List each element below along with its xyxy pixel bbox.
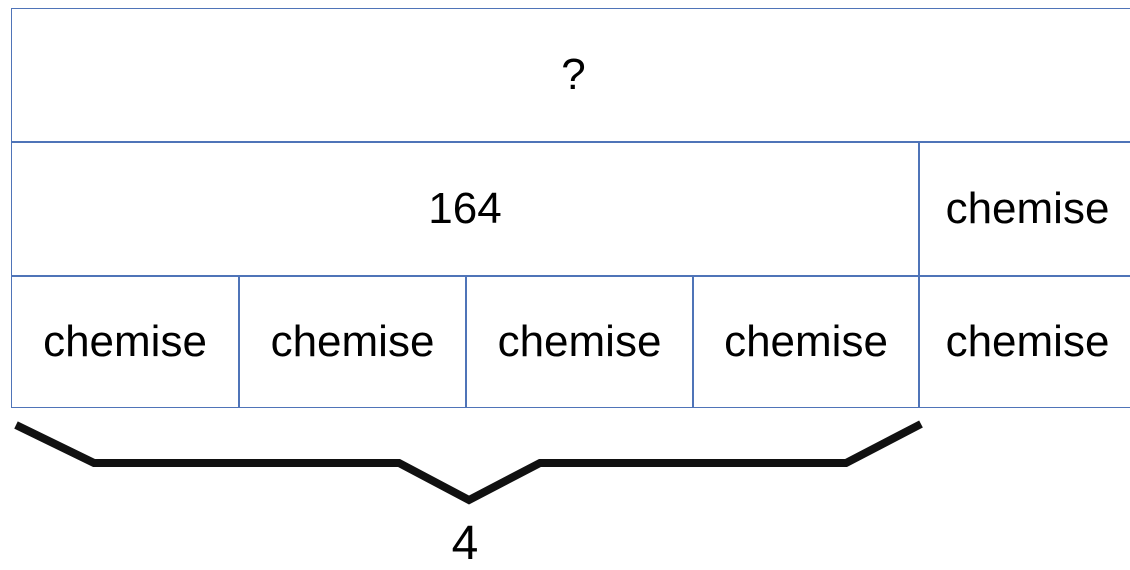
unit-label-3: chemise — [497, 317, 662, 366]
unit-box-4: chemise — [693, 276, 919, 408]
unit-box-5: chemise — [919, 276, 1130, 408]
curly-brace-icon — [14, 420, 923, 505]
unit-label-2: chemise — [270, 317, 435, 366]
group-sum-label: 164 — [428, 184, 502, 233]
unit-label-1: chemise — [43, 317, 207, 366]
unit-box-3: chemise — [466, 276, 693, 408]
unit-box-2: chemise — [239, 276, 466, 408]
unit-label-5: chemise — [945, 317, 1110, 366]
extra-item-box: chemise — [919, 142, 1130, 276]
unit-box-1: chemise — [11, 276, 239, 408]
total-box: ? — [11, 8, 1130, 142]
extra-item-label: chemise — [945, 184, 1110, 233]
brace-count-label: 4 — [451, 517, 479, 570]
unit-label-4: chemise — [724, 317, 888, 366]
group-sum-box: 164 — [11, 142, 919, 276]
total-label: ? — [561, 50, 586, 99]
